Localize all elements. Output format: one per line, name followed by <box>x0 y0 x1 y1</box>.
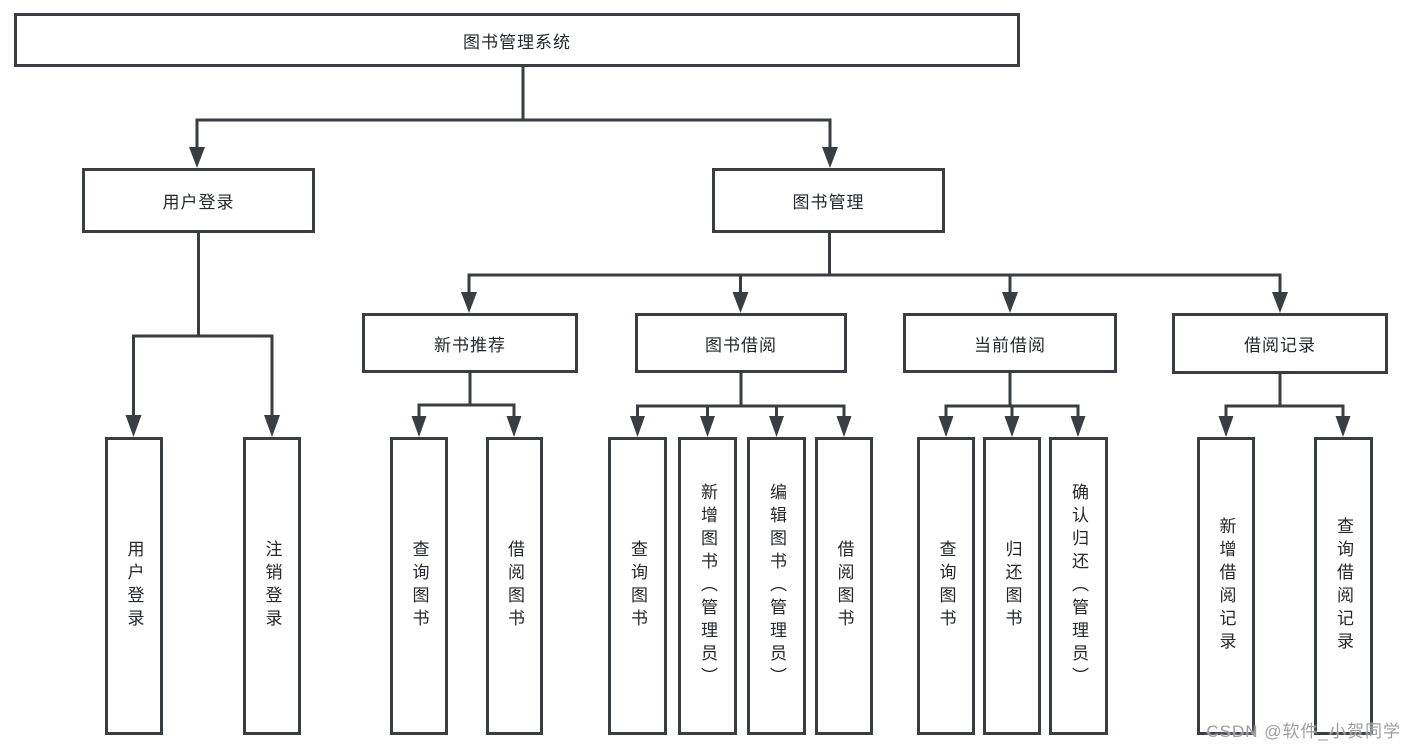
node-book-borrowing-label: 图书借阅 <box>705 335 777 355</box>
node-new-book-recommend-label: 新书推荐 <box>434 335 506 355</box>
leaf-borrow-books-recommend: 借阅图书 <box>486 437 543 735</box>
leaf-confirm-return-admin-label: 确认归还（管理员） <box>1069 482 1088 690</box>
node-new-book-recommend: 新书推荐 <box>362 313 578 373</box>
node-current-borrowing: 当前借阅 <box>903 313 1117 373</box>
node-user-login-label: 用户登录 <box>162 193 235 212</box>
node-book-management-label: 图书管理 <box>792 193 865 212</box>
leaf-user-login: 用户登录 <box>105 437 163 735</box>
leaf-logout-label: 注销登录 <box>262 540 282 632</box>
leaf-query-books-recommend: 查询图书 <box>390 437 448 735</box>
node-current-borrowing-label: 当前借阅 <box>974 335 1046 355</box>
node-root-label: 图书管理系统 <box>463 32 571 52</box>
leaf-borrow-books-borrowing: 借阅图书 <box>815 437 873 735</box>
leaf-query-borrow-record: 查询借阅记录 <box>1314 437 1373 735</box>
leaf-query-borrow-record-label: 查询借阅记录 <box>1334 517 1353 655</box>
leaf-query-books-current-label: 查询图书 <box>936 540 956 632</box>
csdn-watermark: CSDN @软件_小贺同学 <box>1206 722 1401 741</box>
leaf-edit-book-admin-label: 编辑图书（管理员） <box>767 482 786 690</box>
leaf-add-book-admin: 新增图书（管理员） <box>678 437 737 735</box>
leaf-edit-book-admin: 编辑图书（管理员） <box>747 437 806 735</box>
node-root: 图书管理系统 <box>14 13 1020 67</box>
node-book-borrowing: 图书借阅 <box>635 313 847 373</box>
leaf-return-book-label: 归还图书 <box>1002 540 1022 632</box>
leaf-confirm-return-admin: 确认归还（管理员） <box>1049 437 1108 735</box>
leaf-query-books-borrowing-label: 查询图书 <box>628 540 647 632</box>
leaf-borrow-books-borrowing-label: 借阅图书 <box>834 540 854 632</box>
leaf-borrow-books-recommend-label: 借阅图书 <box>505 540 524 632</box>
leaf-add-book-admin-label: 新增图书（管理员） <box>698 482 717 690</box>
leaf-query-books-borrowing: 查询图书 <box>608 437 667 735</box>
leaf-add-borrow-record-label: 新增借阅记录 <box>1216 517 1236 655</box>
leaf-return-book: 归还图书 <box>983 437 1041 735</box>
leaf-query-books-current: 查询图书 <box>917 437 975 735</box>
leaf-query-books-recommend-label: 查询图书 <box>409 540 429 632</box>
node-book-management: 图书管理 <box>712 168 945 233</box>
node-user-login: 用户登录 <box>82 168 315 233</box>
leaf-logout: 注销登录 <box>243 437 301 735</box>
leaf-add-borrow-record: 新增借阅记录 <box>1197 437 1255 735</box>
node-borrow-records: 借阅记录 <box>1172 313 1388 374</box>
leaf-user-login-label: 用户登录 <box>124 540 144 632</box>
node-borrow-records-label: 借阅记录 <box>1244 336 1316 355</box>
